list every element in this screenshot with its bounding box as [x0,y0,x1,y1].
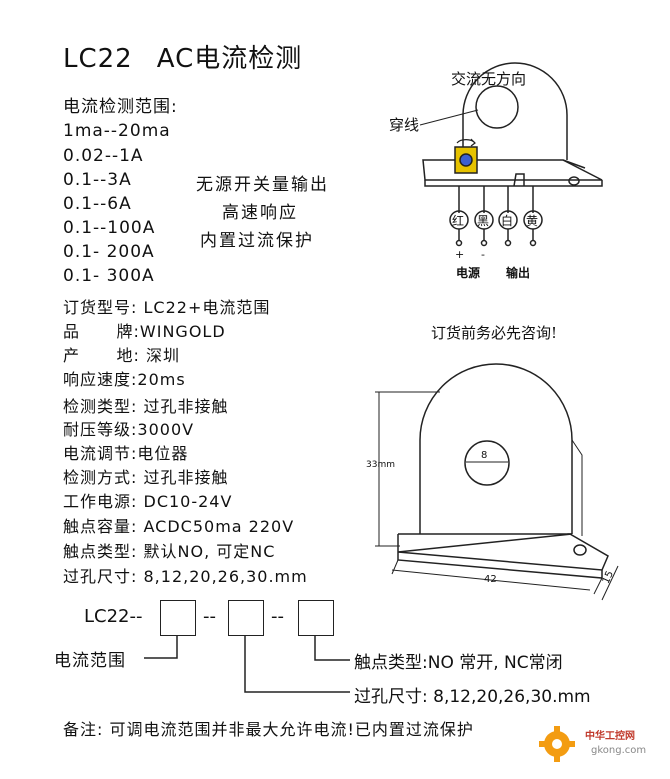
spec-key: 触点类型: [63,542,138,561]
spec-value: ACDC50ma 220V [143,517,295,536]
spec-row: 电流调节:电位器 [63,440,188,464]
base-plate [397,533,609,571]
order-code-range-box [160,600,196,636]
page-title: LC22 AC电流检测 [63,38,302,75]
spec-key: 电流调节: [63,444,138,463]
range-item: 0.1- 200A [63,242,155,262]
potentiometer-knob [459,153,473,167]
spec-value: DC10-24V [143,492,233,511]
spec-key: 工作电源: [63,492,138,511]
order-code-connectors [144,634,350,693]
order-code-sep1: -- [203,606,216,627]
relay-contact [513,173,525,187]
spec-key: 耐压等级: [63,420,138,439]
spec-row: 产 地: 深圳 [63,342,180,366]
spec-value: 过孔非接触 [143,468,229,487]
spec-key: 过孔尺寸: [63,567,138,586]
spec-value: 深圳 [146,346,181,365]
spec-key: 检测类型: [63,397,138,416]
order-consult-note: 订货前务必先咨询! [431,324,558,342]
spec-row: 订货型号: LC22+电流范围 [63,294,270,318]
order-code-hole-box [228,600,264,636]
watermark-name: 中华工控网 [585,731,635,742]
terminal-label-red: 红 [452,214,465,228]
dimension-drawing [375,363,619,601]
spec-row: 品 牌:WINGOLD [63,318,226,342]
range-heading: 电流检测范围: [63,97,178,117]
remark-text: 备注: 可调电流范围并非最大允许电流!已内置过流保护 [63,720,474,739]
mount-hole [568,176,580,186]
label-ac-nondirectional: 交流无方向 [451,70,527,88]
feature-overcurrent: 内置过流保护 [200,231,314,251]
feature-fast-response: 高速响应 [222,203,298,223]
terminal-label-white: 白 [501,214,514,228]
spec-value: 电位器 [137,444,189,463]
spec-row: 响应速度:20ms [63,366,186,390]
spec-value: 20ms [137,370,186,389]
order-code-prefix: LC22-- [84,606,143,627]
spec-row: 工作电源: DC10-24V [63,488,232,512]
range-item: 0.1--6A [63,194,132,214]
spec-key: 产 地: [63,346,140,365]
mount-hole-3d [573,544,587,556]
spec-value: WINGOLD [139,322,226,341]
title-model: LC22 [63,44,133,74]
order-label-contact: 触点类型:NO 常开, NC常闭 [354,653,563,673]
sensor-body-outline [462,62,568,150]
sensor-hole-3d [464,440,510,486]
spec-value: LC22+电流范围 [143,298,271,317]
spec-value: 3000V [137,420,195,439]
spec-key: 触点容量: [63,517,138,536]
sensor-body-3d [419,363,573,534]
spec-row: 触点容量: ACDC50ma 220V [63,513,294,537]
spec-key: 品 牌: [63,322,140,341]
order-code-sep2: -- [271,606,284,627]
sensor-hole [475,85,519,129]
dim-height: 33mm [366,460,395,470]
spec-row: 耐压等级:3000V [63,416,194,440]
label-power: 电源 [456,266,481,280]
spec-key: 订货型号: [63,298,138,317]
spec-row: 过孔尺寸: 8,12,20,26,30.mm [63,563,308,587]
gear-logo-icon [537,724,577,764]
wiring-diagram [419,62,603,247]
order-label-hole: 过孔尺寸: 8,12,20,26,30.mm [354,687,591,707]
feature-passive-output: 无源开关量输出 [196,175,329,195]
minus-sign: - [481,248,485,261]
spec-value: 默认NO, 可定NC [143,542,276,561]
spec-row: 检测类型: 过孔非接触 [63,393,229,417]
dim-hole: 8 [481,450,488,461]
dim-length: 42 [484,574,497,585]
terminal-label-black: 黑 [477,214,490,228]
spec-row: 触点类型: 默认NO, 可定NC [63,538,275,562]
terminal-label-yellow: 黄 [526,214,539,228]
label-wire-through: 穿线 [389,116,420,134]
spec-value: 过孔非接触 [143,397,229,416]
range-item: 0.1- 300A [63,266,155,286]
order-label-range: 电流范围 [54,651,126,671]
spec-key: 响应速度: [63,370,138,389]
title-name: AC电流检测 [156,44,303,74]
spec-value: 8,12,20,26,30.mm [143,567,308,586]
spec-key: 检测方式: [63,468,138,487]
watermark-url: gkong.com [591,745,647,756]
spec-row: 检测方式: 过孔非接触 [63,464,229,488]
range-item: 1ma--20ma [63,121,171,141]
range-item: 0.1--3A [63,170,132,190]
plus-sign: + [455,248,465,261]
label-output: 输出 [506,266,531,280]
range-item: 0.1--100A [63,218,156,238]
range-item: 0.02--1A [63,146,144,166]
order-code-contact-box [298,600,334,636]
